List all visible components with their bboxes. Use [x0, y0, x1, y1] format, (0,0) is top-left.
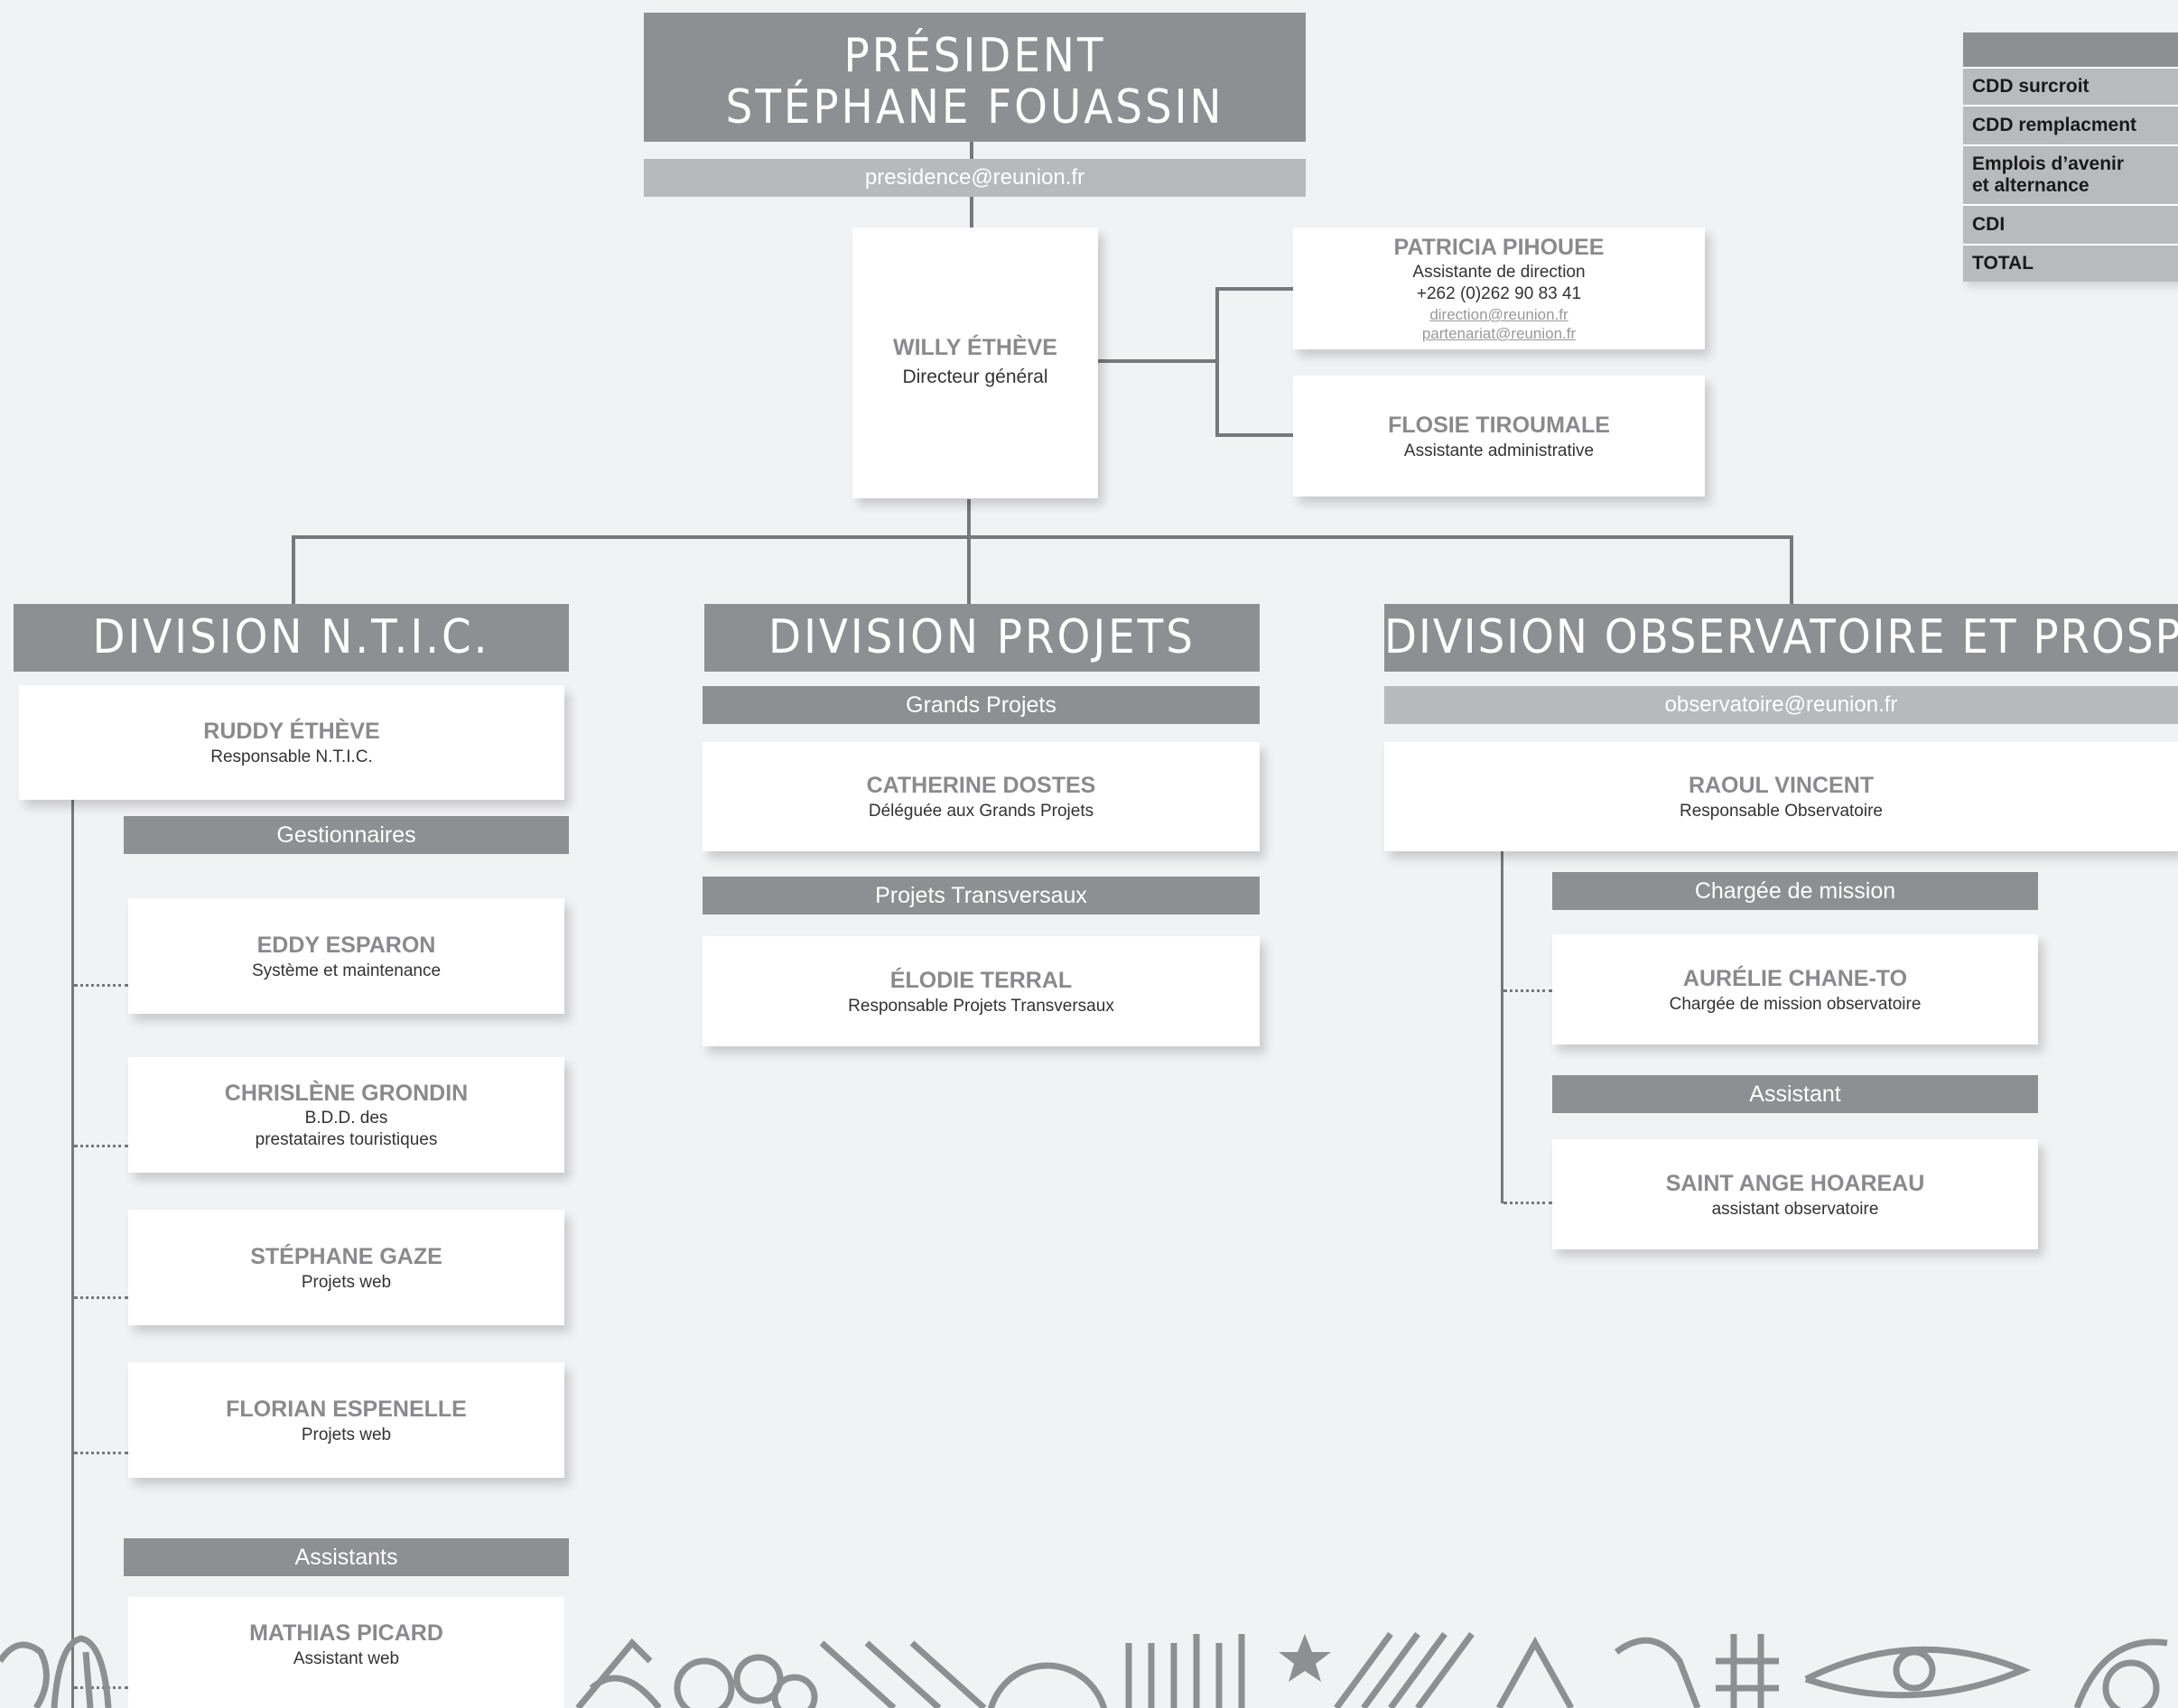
- patricia-name: PATRICIA PIHOUEE: [1393, 235, 1605, 260]
- catherine-role: Déléguée aux Grands Projets: [868, 802, 1094, 821]
- president-name: STÉPHANE FOUASSIN: [725, 80, 1224, 135]
- director-name: WILLY ÉTHÈVE: [893, 335, 1057, 360]
- connector-email-director: [970, 197, 973, 227]
- ntic-card-chrislene: CHRISLÈNE GRONDIN B.D.D. des prestataire…: [128, 1057, 564, 1173]
- legend-row: Emplois d’avenir et alternance: [1963, 146, 2178, 206]
- president-email[interactable]: presidence@reunion.fr: [644, 159, 1306, 197]
- connector-divisions-horizontal: [292, 535, 1793, 539]
- mathias-name: MATHIAS PICARD: [249, 1620, 443, 1646]
- ruddy-name: RUDDY ÉTHÈVE: [203, 719, 380, 744]
- raoul-name: RAOUL VINCENT: [1688, 773, 1875, 798]
- legend-row: CDD remplacment: [1963, 107, 2178, 146]
- director-card: WILLY ÉTHÈVE Directeur général: [852, 227, 1098, 498]
- elodie-role: Responsable Projets Transversaux: [848, 996, 1114, 1016]
- legend-label: TOTAL: [1972, 253, 2034, 274]
- projets-card-catherine: CATHERINE DOSTES Déléguée aux Grands Pro…: [703, 742, 1260, 851]
- connector-dot-florian: [74, 1452, 128, 1454]
- division-observatoire-header: DIVISION OBSERVATOIRE ET PROSPECTIVES: [1384, 604, 2178, 672]
- aurelie-name: AURÉLIE CHANE-TO: [1682, 965, 1908, 991]
- mathias-role: Assistant web: [293, 1649, 400, 1668]
- ntic-assistants-label: Assistants: [124, 1538, 569, 1576]
- projets-card-elodie: ÉLODIE TERRAL Responsable Projets Transv…: [703, 936, 1260, 1046]
- chrislene-role-1: B.D.D. des: [304, 1109, 388, 1128]
- staff-legend-table: CDD surcroit CDD remplacment Emplois d’a…: [1963, 32, 2178, 282]
- connector-dot-saintange: [1503, 1202, 1552, 1204]
- connector-ntic-vertical: [71, 800, 74, 1708]
- connector-director-right: [1098, 359, 1217, 363]
- connector-president-email: [970, 140, 973, 160]
- chrislene-name: CHRISLÈNE GRONDIN: [224, 1081, 469, 1106]
- saintange-name: SAINT ANGE HOAREAU: [1665, 1170, 1925, 1196]
- aurelie-role: Chargée de mission observatoire: [1669, 994, 1922, 1014]
- connector-observatoire-vertical: [1501, 851, 1503, 1203]
- assistant-card-patricia: PATRICIA PIHOUEE Assistante de direction…: [1293, 227, 1705, 349]
- legend-label: CDD surcroit: [1972, 76, 2090, 97]
- patricia-phone: +262 (0)262 90 83 41: [1416, 284, 1582, 303]
- observatoire-email[interactable]: observatoire@reunion.fr: [1384, 686, 2178, 724]
- ntic-head-card: RUDDY ÉTHÈVE Responsable N.T.I.C.: [19, 685, 564, 800]
- florian-role: Projets web: [301, 1425, 392, 1444]
- ruddy-role: Responsable N.T.I.C.: [210, 747, 373, 766]
- division-ntic-header: DIVISION N.T.I.C.: [14, 604, 569, 672]
- president-header: PRÉSIDENT STÉPHANE FOUASSIN: [644, 13, 1306, 142]
- connector-to-projets: [967, 535, 971, 604]
- patricia-role: Assistante de direction: [1412, 263, 1586, 282]
- chrislene-role-2: prestataires touristiques: [255, 1130, 438, 1149]
- legend-label: CDD remplacment: [1972, 115, 2137, 135]
- assistant-card-flosie: FLOSIE TIROUMALE Assistante administrati…: [1293, 376, 1705, 497]
- eddy-name: EDDY ESPARON: [256, 932, 436, 958]
- eddy-role: Système et maintenance: [251, 961, 442, 980]
- legend-header: [1963, 32, 2178, 69]
- legend-label: Emplois d’avenir: [1972, 153, 2125, 174]
- decorative-footer-pattern: [0, 1631, 2168, 1708]
- link-partenariat-email[interactable]: partenariat@reunion.fr: [1421, 325, 1577, 342]
- connector-dot-mathias: [74, 1686, 128, 1689]
- connector-dot-eddy: [74, 984, 128, 987]
- division-projets-header: DIVISION PROJETS: [704, 604, 1260, 672]
- observatoire-mission-label: Chargée de mission: [1552, 872, 2038, 910]
- connector-dot-stephane: [74, 1296, 128, 1299]
- connector-director-down: [967, 499, 971, 539]
- connector-to-patricia: [1215, 287, 1293, 291]
- observatoire-assistant-label: Assistant: [1552, 1075, 2038, 1113]
- ntic-card-florian: FLORIAN ESPENELLE Projets web: [128, 1362, 564, 1478]
- florian-name: FLORIAN ESPENELLE: [226, 1396, 467, 1422]
- ntic-card-mathias: MATHIAS PICARD Assistant web: [128, 1597, 564, 1708]
- legend-row: TOTAL: [1963, 246, 2178, 282]
- connector-to-ntic: [292, 535, 295, 604]
- connector-dot-chrislene: [74, 1145, 128, 1147]
- flosie-name: FLOSIE TIROUMALE: [1388, 412, 1610, 438]
- link-direction-email[interactable]: direction@reunion.fr: [1429, 306, 1568, 323]
- raoul-role: Responsable Observatoire: [1680, 802, 1883, 821]
- ntic-card-eddy: EDDY ESPARON Système et maintenance: [128, 898, 564, 1014]
- ntic-card-stephane: STÉPHANE GAZE Projets web: [128, 1210, 564, 1325]
- stephane-name: STÉPHANE GAZE: [250, 1243, 442, 1269]
- saintange-role: assistant observatoire: [1711, 1199, 1879, 1219]
- observatoire-head-card: RAOUL VINCENT Responsable Observatoire: [1384, 742, 2178, 851]
- legend-label: CDI: [1972, 214, 2006, 235]
- catherine-name: CATHERINE DOSTES: [866, 773, 1096, 798]
- stephane-role: Projets web: [301, 1272, 392, 1292]
- connector-assistants-vertical: [1215, 287, 1219, 437]
- legend-label: et alternance: [1972, 175, 2090, 196]
- director-role: Directeur général: [902, 367, 1048, 387]
- projets-transversaux-label: Projets Transversaux: [703, 877, 1260, 914]
- connector-to-observatoire: [1790, 535, 1793, 604]
- elodie-name: ÉLODIE TERRAL: [889, 967, 1073, 993]
- legend-row: CDD surcroit: [1963, 69, 2178, 107]
- flosie-role: Assistante administrative: [1403, 441, 1595, 460]
- observatoire-card-aurelie: AURÉLIE CHANE-TO Chargée de mission obse…: [1552, 934, 2038, 1044]
- projets-grands-label: Grands Projets: [703, 686, 1260, 724]
- president-title: PRÉSIDENT: [843, 29, 1106, 83]
- observatoire-card-saintange: SAINT ANGE HOAREAU assistant observatoir…: [1552, 1139, 2038, 1249]
- connector-to-flosie: [1215, 433, 1293, 437]
- legend-row: CDI: [1963, 206, 2178, 246]
- ntic-gestionnaires-label: Gestionnaires: [124, 816, 569, 854]
- connector-dot-aurelie: [1503, 989, 1552, 992]
